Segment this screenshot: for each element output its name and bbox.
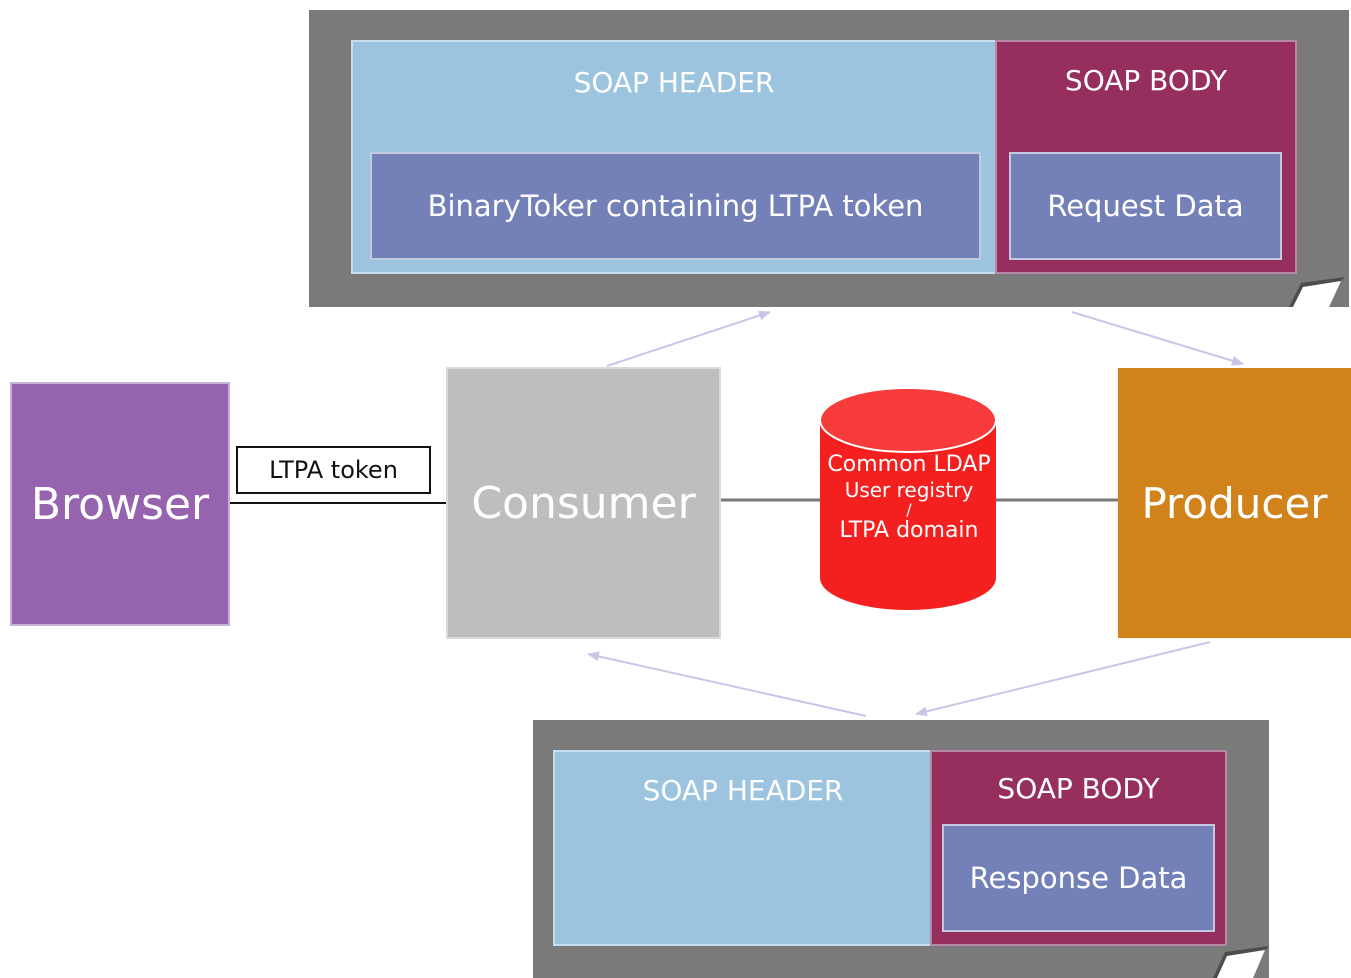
- registry-cylinder: [819, 387, 997, 610]
- consumer-node: Consumer: [446, 367, 721, 639]
- arrow-response-to-consumer: [587, 651, 867, 717]
- browser-label: Browser: [30, 478, 210, 530]
- response-soap-body: SOAP BODY Response Data: [930, 750, 1227, 946]
- producer-label: Producer: [1141, 478, 1328, 528]
- browser-node: Browser: [10, 382, 230, 626]
- registry-line-1: Common LDAP: [827, 452, 991, 477]
- arrow-producer-to-response: [915, 641, 1211, 717]
- request-soap-body: SOAP BODY Request Data: [995, 40, 1297, 274]
- request-soap-header: SOAP HEADER BinaryToker containing LTPA …: [351, 40, 997, 274]
- response-body-label: SOAP BODY: [997, 772, 1160, 805]
- response-data-box: Response Data: [942, 824, 1215, 932]
- consumer-label: Consumer: [471, 477, 696, 529]
- registry-line-2: User registry: [844, 478, 974, 503]
- registry-line-3: /: [906, 500, 912, 520]
- request-data-label: Request Data: [1047, 189, 1244, 223]
- arrow-consumer-to-request: [606, 310, 771, 367]
- request-data-box: Request Data: [1009, 152, 1282, 260]
- ltpa-token-label-box: LTPA token: [236, 446, 431, 494]
- producer-node: Producer: [1118, 368, 1351, 638]
- response-header-label: SOAP HEADER: [642, 774, 844, 807]
- registry-text: Common LDAP User registry / LTPA domain: [814, 452, 1004, 545]
- request-binary-token: BinaryToker containing LTPA token: [370, 152, 981, 260]
- request-fold-corner: [1289, 277, 1345, 307]
- response-data-label: Response Data: [969, 861, 1188, 895]
- request-binary-token-label: BinaryToker containing LTPA token: [427, 189, 924, 223]
- request-body-label: SOAP BODY: [1064, 64, 1228, 97]
- request-header-label: SOAP HEADER: [573, 66, 775, 99]
- registry-line-4: LTPA domain: [839, 518, 979, 544]
- response-soap-header: SOAP HEADER: [553, 750, 933, 946]
- response-message: SOAP HEADER SOAP BODY Response Data: [533, 720, 1269, 978]
- request-message: SOAP HEADER BinaryToker containing LTPA …: [309, 10, 1349, 307]
- arrow-request-to-producer: [1071, 311, 1244, 366]
- response-fold-corner: [1213, 946, 1269, 978]
- ltpa-token-label: LTPA token: [269, 456, 398, 484]
